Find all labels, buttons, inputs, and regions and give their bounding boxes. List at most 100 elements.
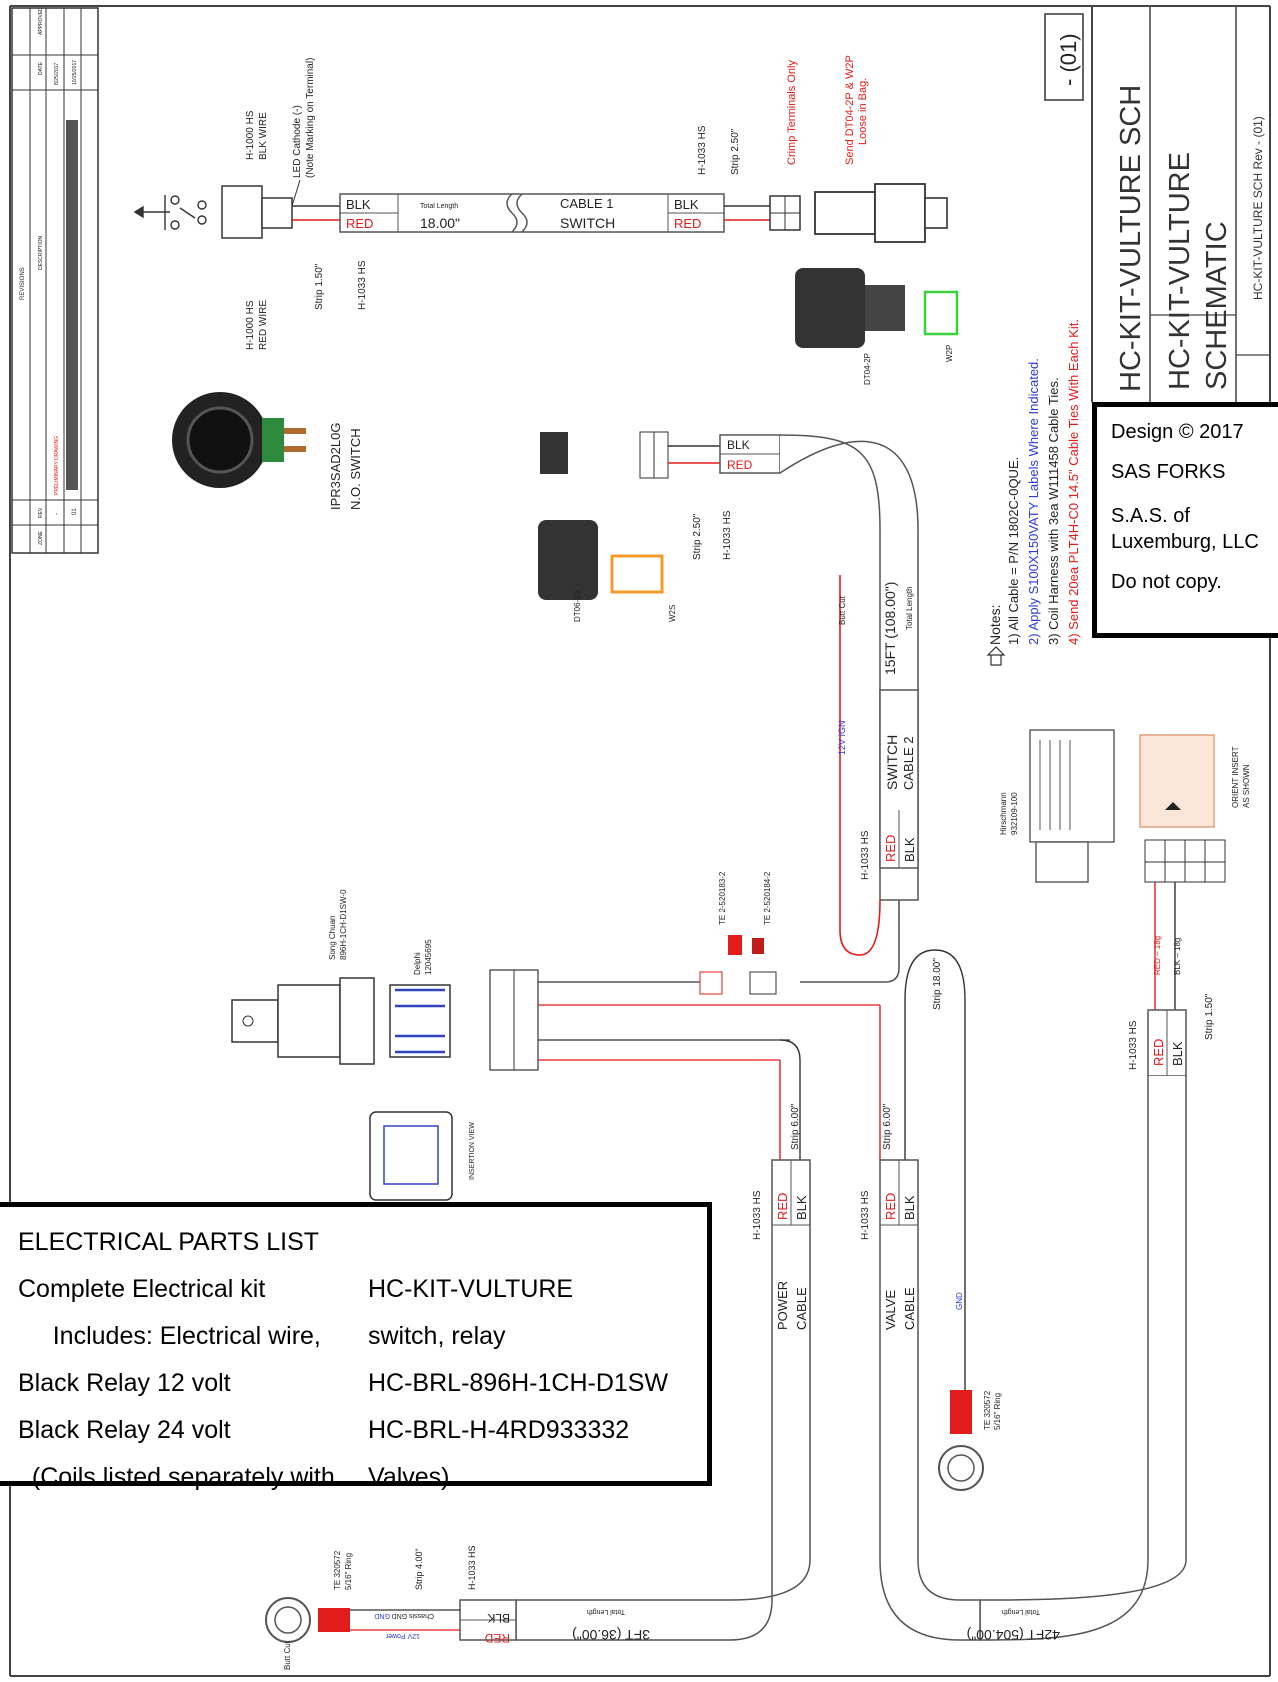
copyright-line-2: SAS FORKS bbox=[1111, 461, 1226, 483]
hs-left-label: H-1033 HS bbox=[357, 260, 368, 310]
send-label: Send DT04-2P & W2P bbox=[844, 55, 856, 165]
switch-cable-2-blk: BLK bbox=[902, 837, 917, 862]
switch-cable-1-red-right: RED bbox=[674, 216, 701, 231]
power-ring-2: 5/16" Ring bbox=[344, 1553, 353, 1590]
switch-cable-1: BLK RED BLK RED 18.00" Total Length SWIT… bbox=[133, 55, 948, 350]
valve-length: 42FT (504.00") bbox=[967, 1627, 1060, 1643]
switch-name: N.O. SWITCH bbox=[348, 428, 363, 510]
switch-cable-1-length: 18.00" bbox=[420, 215, 460, 231]
power-hs-bottom: H-1033 HS bbox=[467, 1545, 477, 1590]
socket-pn: 12045695 bbox=[424, 939, 433, 975]
power-ring: TE 320572 bbox=[333, 1550, 342, 1590]
switch-cable-2-hs-top: H-1033 HS bbox=[722, 510, 733, 560]
revisions-date-1: 8/25/2017 bbox=[54, 63, 60, 85]
sheet-border bbox=[9, 5, 1271, 1677]
title-sch: HC-KIT-VULTURE SCH bbox=[1115, 85, 1147, 392]
hirschmann-name: Hirschmann bbox=[999, 792, 1008, 835]
power-hs: H-1033 HS bbox=[752, 1190, 763, 1240]
switch-cable-2-strip: Strip 2.50" bbox=[692, 513, 703, 560]
switch-cable-1-red-left: RED bbox=[346, 216, 373, 231]
hs-right-label: H-1033 HS bbox=[697, 125, 708, 175]
red-18g-label: RED – 18g bbox=[1153, 936, 1162, 975]
relay-assembly: Song Chuan 896H-1CH-D1SW-0 Delphi 120456… bbox=[231, 871, 880, 1201]
switch-photo: IPR3SAD2L0G N.O. SWITCH bbox=[172, 392, 363, 510]
revisions-desc-1: PRELIMINARY DRAWING bbox=[54, 436, 60, 495]
switch-cable-2-hs: H-1033 HS bbox=[860, 830, 871, 880]
power-length: 3FT (36.00") bbox=[572, 1627, 650, 1643]
notes: Notes: 1) All Cable = P/N 1802C-0QUE. 2)… bbox=[986, 319, 1081, 666]
switch-cable-2-length-label: Total Length bbox=[905, 586, 914, 630]
revisions-date-2: 10/25/2017 bbox=[72, 60, 78, 85]
switch-cable-2-red: RED bbox=[883, 835, 898, 862]
valve-label: VALVE bbox=[883, 1290, 898, 1330]
power-label-2: CABLE bbox=[794, 1287, 809, 1330]
parts-list-desc: (Coils listed separately with bbox=[18, 1463, 335, 1491]
hirschmann-blk: BLK bbox=[1170, 1041, 1185, 1066]
w2s-label: W2S bbox=[668, 605, 677, 622]
title-rev: - (01) bbox=[1056, 33, 1081, 86]
send2-label: Loose in Bag. bbox=[857, 78, 869, 145]
copyright-line-4: Luxemburg, LLC bbox=[1111, 531, 1259, 553]
switch-cable-1-blk-right: BLK bbox=[674, 197, 699, 212]
socket-make: Delphi bbox=[413, 952, 422, 975]
parts-list-row: Black Relay 24 volt HC-BRL-H-4RD933332 bbox=[0, 1407, 707, 1454]
switch-cable-2-red-top: RED bbox=[727, 458, 753, 472]
parts-list-part: switch, relay bbox=[368, 1322, 506, 1350]
dt04-2p-outline bbox=[814, 191, 876, 235]
switch-cable-1-length-label: Total Length bbox=[420, 203, 458, 210]
strip-right-label: Strip 2.50" bbox=[730, 128, 741, 175]
deutsch-connectors: DT04-2P W2P DT06-2S W2S bbox=[538, 268, 959, 622]
parts-list-title-row: ELECTRICAL PARTS LIST bbox=[0, 1219, 707, 1266]
relay-pn: 896H-1CH-D1SW-0 bbox=[339, 889, 348, 960]
parts-list-part: HC-BRL-896H-1CH-D1SW bbox=[368, 1369, 669, 1397]
revisions-desc-header: DESCRIPTION bbox=[38, 235, 44, 270]
power-strip: Strip 6.00" bbox=[790, 1103, 801, 1150]
parts-list-desc: Black Relay 12 volt bbox=[18, 1369, 231, 1397]
valve-red: RED bbox=[883, 1193, 898, 1220]
title-main: HC-KIT-VULTURE bbox=[1164, 152, 1196, 390]
switch-cable-2-strip-bottom: Strip 18.00" bbox=[932, 958, 943, 1010]
parts-list-row: Includes: Electrical wire, switch, relay bbox=[0, 1313, 707, 1360]
copyright-line-1: Design © 2017 bbox=[1111, 421, 1244, 443]
chassis-label: Chassis GND bbox=[392, 1612, 434, 1619]
power-label: POWER bbox=[775, 1281, 790, 1330]
relay-make: Song Chuan bbox=[328, 916, 337, 960]
strip-left-label: Strip 1.50" bbox=[314, 263, 325, 310]
note-1: 1) All Cable = P/N 1802C-0QUE. bbox=[1006, 457, 1021, 645]
led-note-label: (Note Marking on Terminal) bbox=[305, 58, 316, 178]
note-2: 2) Apply S100X150VATY Labels Where Indic… bbox=[1026, 358, 1041, 645]
valve-blk: BLK bbox=[902, 1195, 917, 1220]
insertion-label: INSERTION VIEW bbox=[469, 1122, 476, 1180]
parts-list-row: Complete Electrical kit HC-KIT-VULTURE bbox=[0, 1266, 707, 1313]
ring-terminal-power-icon bbox=[265, 1597, 311, 1643]
copyright-line-5: Do not copy. bbox=[1111, 571, 1222, 593]
revisions-rev-1: - bbox=[54, 513, 60, 515]
switch-cable-2-blk-top: BLK bbox=[727, 438, 750, 452]
power-blk-bottom: BLK bbox=[487, 1611, 510, 1625]
power12-label: 12V Power bbox=[385, 1632, 420, 1639]
te2-label: TE 2-520184-2 bbox=[763, 871, 772, 925]
valve-ring: TE 320572 bbox=[983, 1390, 992, 1430]
power-blk: BLK bbox=[794, 1195, 809, 1220]
power-red: RED bbox=[775, 1193, 790, 1220]
led-cathode-label: LED Cathode (-) bbox=[292, 105, 303, 178]
power-butt-label: Butt Cut bbox=[283, 1640, 292, 1670]
revisions-block: REVISIONS DESCRIPTION DATE APPROVED REV … bbox=[11, 7, 99, 554]
te1-label: TE 2-520183-2 bbox=[718, 871, 727, 925]
valve-strip: Strip 6.00" bbox=[882, 1103, 893, 1150]
orient-label: ORIENT INSERT bbox=[1231, 746, 1240, 808]
parts-list-part: Valves) bbox=[368, 1463, 450, 1491]
power-strip-bottom: Strip 4.00" bbox=[414, 1548, 424, 1590]
parts-list-desc: Complete Electrical kit bbox=[18, 1275, 266, 1303]
valve-length-label: Total Length bbox=[1002, 1608, 1040, 1615]
parts-list-desc: Includes: Electrical wire, bbox=[18, 1322, 321, 1350]
orient-label-2: AS SHOWN bbox=[1242, 764, 1251, 808]
valve-gnd: GND bbox=[955, 1292, 964, 1310]
switch-cable-2-label2: CABLE 2 bbox=[901, 737, 916, 790]
blk-wire-label: BLK WIRE bbox=[258, 112, 269, 160]
parts-list-title: ELECTRICAL PARTS LIST bbox=[18, 1228, 320, 1256]
revisions-heading: REVISIONS bbox=[20, 267, 26, 300]
switch-pn: IPR3SAD2L0G bbox=[328, 423, 343, 510]
parts-list-part: HC-KIT-VULTURE bbox=[368, 1275, 574, 1303]
